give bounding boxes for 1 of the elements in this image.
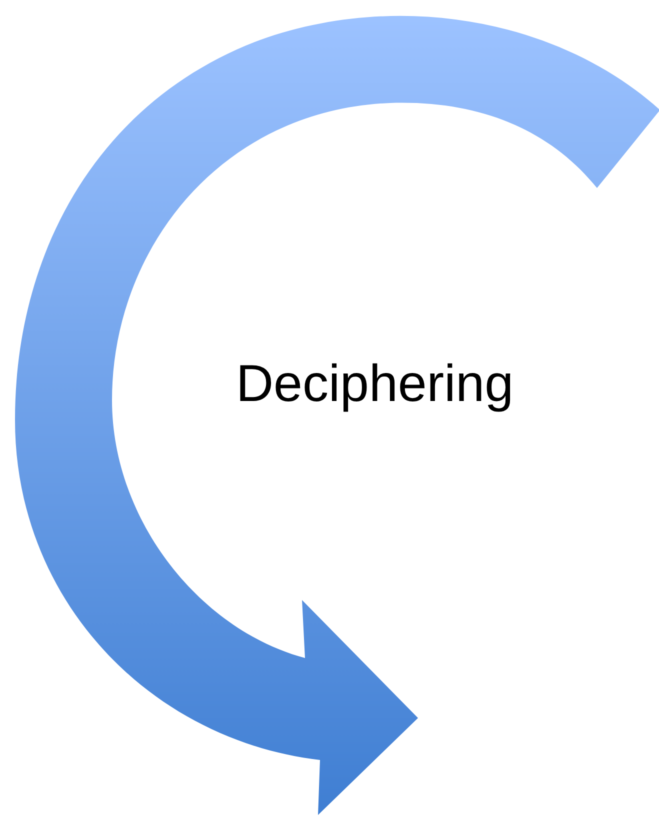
center-label: Deciphering	[236, 358, 514, 410]
